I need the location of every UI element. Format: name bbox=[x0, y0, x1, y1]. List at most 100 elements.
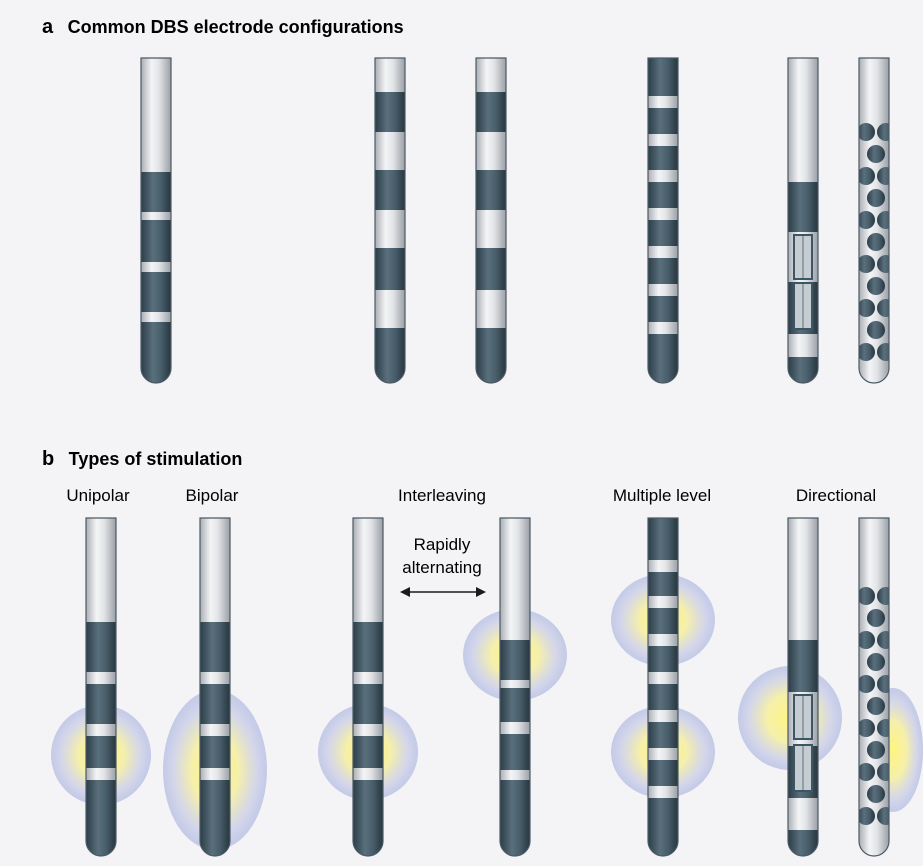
dot-contact bbox=[877, 299, 889, 317]
dot-contact bbox=[877, 255, 889, 273]
panel-a-letter: a bbox=[42, 16, 54, 38]
contact-band bbox=[648, 646, 678, 672]
dot-contact bbox=[867, 145, 885, 163]
note-line-1: Rapidly bbox=[414, 535, 471, 554]
lead-b-interleave-left bbox=[352, 517, 384, 857]
lead-b-multiple-level bbox=[647, 517, 679, 857]
dot-contact bbox=[867, 277, 885, 295]
contact-band bbox=[648, 296, 678, 322]
dot-contact bbox=[859, 763, 875, 781]
dot-contact bbox=[859, 167, 875, 185]
dot-contact bbox=[877, 587, 889, 605]
contact-band bbox=[648, 572, 678, 596]
contact-band bbox=[375, 328, 405, 383]
lead-b-directional bbox=[787, 517, 819, 857]
contact-band bbox=[648, 182, 678, 208]
dot-contact bbox=[867, 233, 885, 251]
contact-band bbox=[648, 108, 678, 134]
lead-a-dotted bbox=[858, 57, 890, 384]
contact-band bbox=[788, 182, 818, 232]
lead-a-directional bbox=[787, 57, 819, 384]
lead-a-quadripolar-2 bbox=[374, 57, 406, 384]
electrode-leads bbox=[85, 57, 890, 857]
contact-band bbox=[375, 248, 405, 290]
contact-band bbox=[141, 272, 171, 312]
contact-band bbox=[648, 58, 678, 96]
contact-band bbox=[648, 518, 678, 560]
dot-contact bbox=[877, 123, 889, 141]
contact-band bbox=[86, 622, 116, 672]
dot-contact bbox=[867, 653, 885, 671]
note-line-2: alternating bbox=[402, 558, 481, 577]
contact-band bbox=[648, 760, 678, 786]
dot-contact bbox=[859, 631, 875, 649]
dot-contact bbox=[877, 343, 889, 361]
lead-b-bipolar bbox=[199, 517, 231, 857]
contact-band bbox=[648, 146, 678, 170]
contact-band bbox=[476, 92, 506, 132]
contact-band bbox=[200, 780, 230, 856]
label-multiple-level: Multiple level bbox=[613, 486, 711, 505]
contact-band bbox=[86, 780, 116, 856]
label-bipolar: Bipolar bbox=[186, 486, 239, 505]
dot-contact bbox=[859, 299, 875, 317]
dot-contact bbox=[867, 741, 885, 759]
dot-contact bbox=[859, 807, 875, 825]
contact-band bbox=[648, 722, 678, 748]
dot-contact bbox=[877, 211, 889, 229]
dot-contact bbox=[877, 719, 889, 737]
dot-contact bbox=[867, 321, 885, 339]
contact-band bbox=[353, 622, 383, 672]
panel-b-heading: b Types of stimulation bbox=[42, 448, 242, 470]
lead-b-dotted bbox=[858, 517, 890, 857]
contact-band bbox=[500, 688, 530, 722]
dot-contact bbox=[867, 609, 885, 627]
dot-contact bbox=[859, 675, 875, 693]
contact-band bbox=[141, 172, 171, 212]
contact-band bbox=[500, 640, 530, 680]
dot-contact bbox=[859, 255, 875, 273]
dot-contact bbox=[859, 343, 875, 361]
dot-contact bbox=[859, 211, 875, 229]
double-arrow-icon bbox=[400, 587, 486, 597]
contact-band bbox=[86, 736, 116, 768]
lead-a-quadripolar-3 bbox=[475, 57, 507, 384]
contact-band bbox=[648, 220, 678, 246]
contact-band bbox=[200, 736, 230, 768]
contact-band bbox=[200, 684, 230, 724]
label-interleaving: Interleaving bbox=[398, 486, 486, 505]
contact-band bbox=[500, 780, 530, 856]
contact-band bbox=[375, 92, 405, 132]
lead-a-octopolar bbox=[647, 57, 679, 384]
dot-contact bbox=[859, 719, 875, 737]
contact-band bbox=[353, 684, 383, 724]
label-unipolar: Unipolar bbox=[66, 486, 130, 505]
lead-a-quadripolar-1 bbox=[140, 57, 172, 384]
panel-b-title: Types of stimulation bbox=[69, 449, 243, 469]
dot-contact bbox=[877, 167, 889, 185]
dot-contact bbox=[877, 763, 889, 781]
label-directional: Directional bbox=[796, 486, 876, 505]
contact-band bbox=[141, 220, 171, 262]
contact-band bbox=[375, 170, 405, 210]
contact-band bbox=[353, 736, 383, 768]
contact-band bbox=[353, 780, 383, 856]
contact-band bbox=[648, 684, 678, 710]
panel-b-letter: b bbox=[42, 448, 54, 470]
contact-band bbox=[648, 608, 678, 634]
dot-contact bbox=[867, 189, 885, 207]
contact-band bbox=[500, 734, 530, 770]
contact-band bbox=[648, 258, 678, 284]
dot-contact bbox=[859, 123, 875, 141]
contact-band bbox=[648, 334, 678, 383]
dot-contact bbox=[867, 697, 885, 715]
dot-contact bbox=[877, 631, 889, 649]
contact-band bbox=[476, 170, 506, 210]
contact-band bbox=[788, 640, 818, 692]
dot-contact bbox=[877, 675, 889, 693]
lead-b-unipolar bbox=[85, 517, 117, 857]
dot-contact bbox=[877, 807, 889, 825]
dot-contact bbox=[859, 587, 875, 605]
contact-band bbox=[141, 322, 171, 383]
